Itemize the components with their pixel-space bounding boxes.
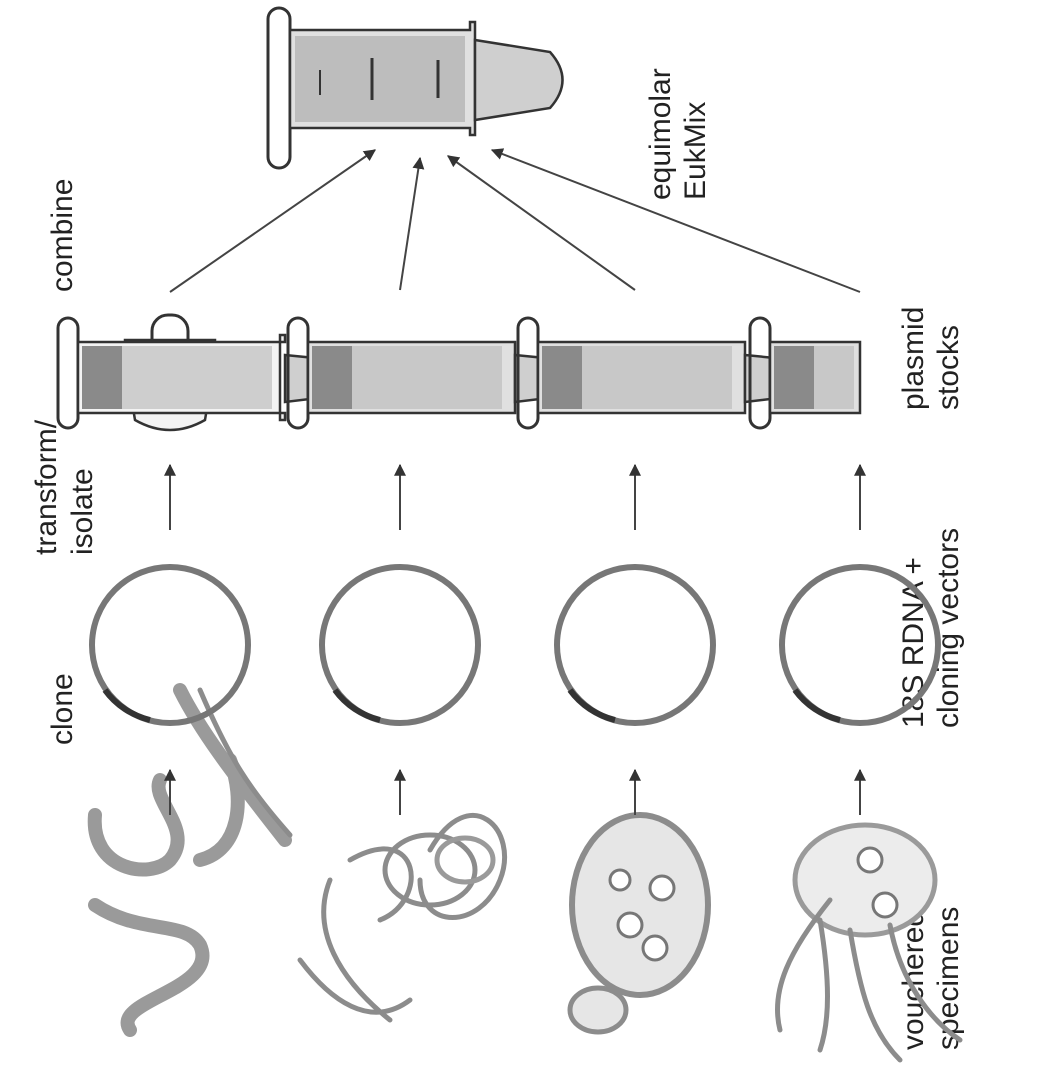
label-vectors: 18S RDNA + cloning vectors <box>897 528 965 728</box>
label-plasmid-stocks: plasmid stocks <box>897 307 965 410</box>
arrows-combine <box>170 150 860 292</box>
arrows-transform <box>170 465 860 530</box>
tube-plasmid-1 <box>58 318 343 428</box>
vector-circle-3 <box>557 567 713 723</box>
label-isolate: isolate <box>66 468 99 555</box>
label-vouchered: vouchered <box>897 910 930 1050</box>
tube-plasmid-3 <box>518 318 803 428</box>
specimen-cyst <box>570 815 708 1032</box>
arrows-clone <box>170 770 860 815</box>
label-equimolar: equimolar <box>644 68 677 200</box>
specimen-flatworm <box>95 690 290 1030</box>
tube-equimolar-eukmix <box>268 8 563 168</box>
label-stocks: stocks <box>932 325 965 410</box>
vector-circle-2 <box>322 567 478 723</box>
label-transform: transform/ <box>30 419 63 555</box>
cloning-vectors <box>92 567 938 723</box>
label-eukmix: EukMix <box>679 102 712 200</box>
label-plasmid: plasmid <box>897 307 930 410</box>
label-clone: clone <box>46 673 79 745</box>
label-combine: combine <box>46 179 79 292</box>
vector-circle-1 <box>92 567 248 723</box>
label-transform-isolate: transform/ isolate <box>30 419 99 555</box>
tube-plasmid-2 <box>288 318 573 428</box>
specimen-nematode <box>300 815 505 1020</box>
label-equimolar-eukmix: equimolar EukMix <box>644 68 712 200</box>
